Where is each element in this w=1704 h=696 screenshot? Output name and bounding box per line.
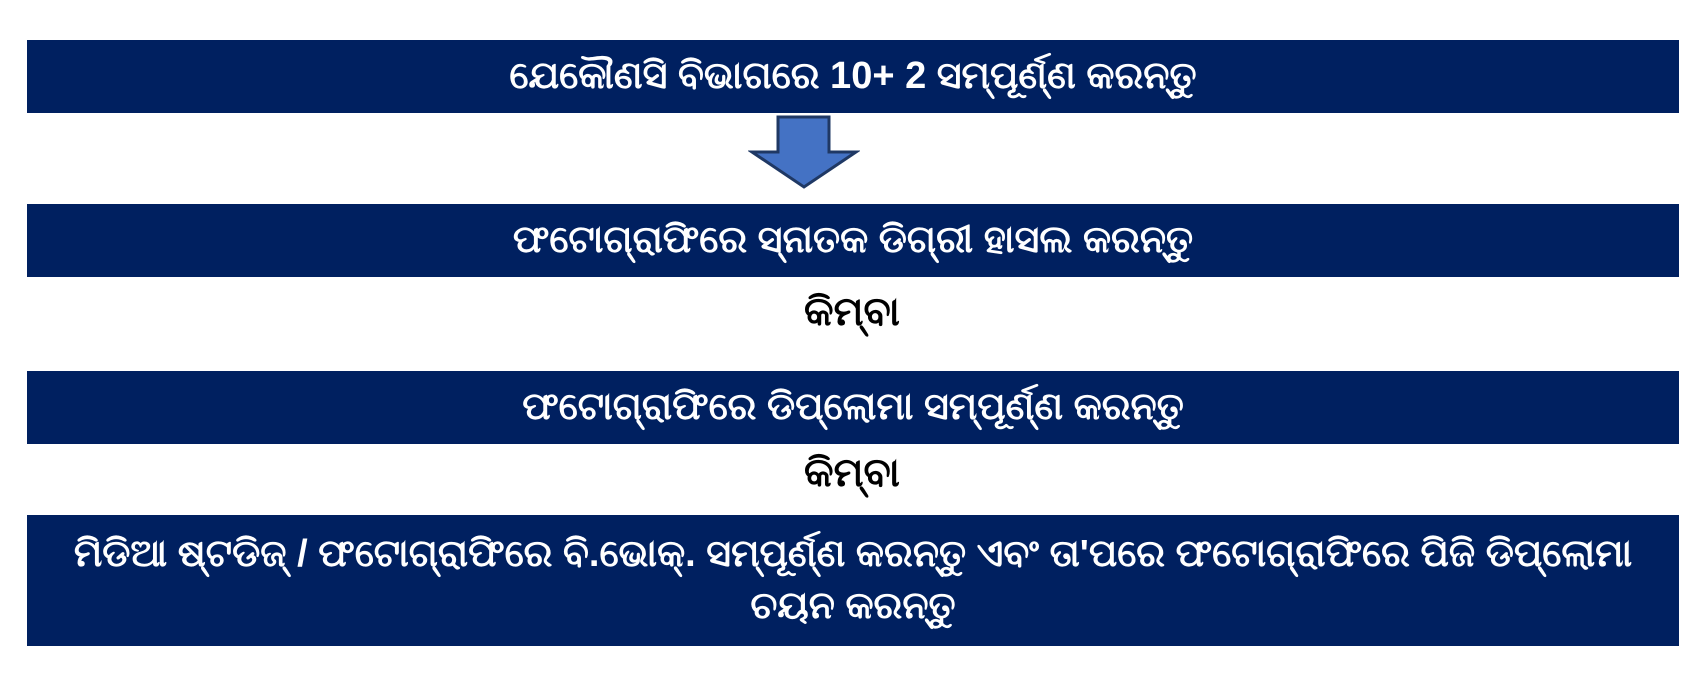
- step-box-2: ଫଟୋଗ୍ରାଫିରେ ସ୍ନାତକ ଡିଗ୍ରୀ ହାସଲ କରନ୍ତୁ: [27, 204, 1679, 277]
- step-text: ଫଟୋଗ୍ରାଫିରେ ଡିପ୍ଲୋମା ସମ୍ପୂର୍ଣ୍ଣ କରନ୍ତୁ: [522, 385, 1184, 428]
- step-text: ଫଟୋଗ୍ରାଫିରେ ସ୍ନାତକ ଡିଗ୍ରୀ ହାସଲ କରନ୍ତୁ: [512, 218, 1194, 261]
- step-box-3: ଫଟୋଗ୍ରାଫିରେ ଡିପ୍ଲୋମା ସମ୍ପୂର୍ଣ୍ଣ କରନ୍ତୁ: [27, 371, 1679, 444]
- step-text: ମିଡିଆ ଷ୍ଟଡିଜ୍ / ଫଟୋଗ୍ରାଫିରେ ବି.ଭୋକ୍. ସମ୍…: [73, 533, 1633, 627]
- step-text: ଯେକୌଣସି ବିଭାଗରେ 10+ 2 ସମ୍ପୂର୍ଣ୍ଣ କରନ୍ତୁ: [509, 54, 1197, 97]
- step-box-1: ଯେକୌଣସି ବିଭାଗରେ 10+ 2 ସମ୍ପୂର୍ଣ୍ଣ କରନ୍ତୁ: [27, 40, 1679, 113]
- or-connector: କିମ୍ବା: [804, 290, 900, 334]
- step-box-4: ମିଡିଆ ଷ୍ଟଡିଜ୍ / ଫଟୋଗ୍ରାଫିରେ ବି.ଭୋକ୍. ସମ୍…: [27, 515, 1679, 646]
- or-connector: କିମ୍ବା: [804, 451, 900, 495]
- down-arrow-icon: [748, 115, 860, 189]
